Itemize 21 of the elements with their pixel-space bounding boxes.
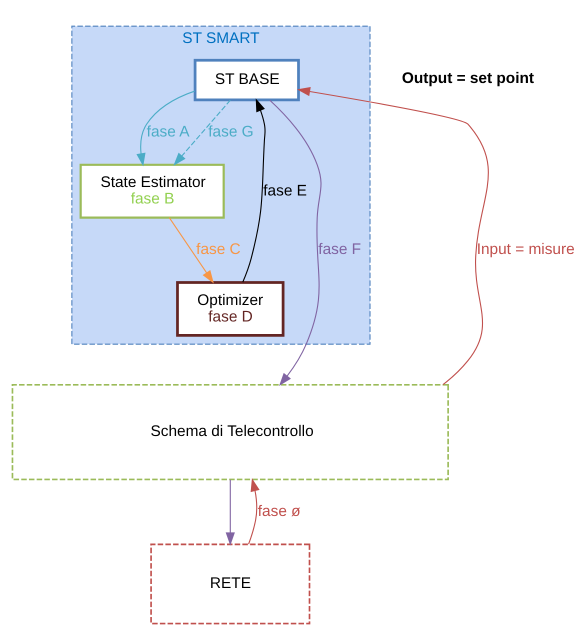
node-box: Schema di Telecontrollo: [12, 384, 449, 480]
edge-label: Input = misure: [476, 241, 575, 258]
edge-label: fase C: [196, 241, 241, 258]
arrow: [269, 100, 322, 386]
edge-label: fase A: [146, 123, 190, 140]
arrow: [226, 480, 235, 546]
arrow: [168, 217, 214, 284]
edge-label: fase G: [208, 123, 254, 140]
arrow: [296, 86, 489, 385]
node-box: ST BASE: [194, 58, 300, 102]
node-box: Optimizer fase D: [176, 281, 284, 337]
edge-label: fase E: [263, 182, 307, 200]
node-box: State Estimator fase B: [80, 164, 225, 219]
arrow: [248, 478, 260, 544]
arrow: [173, 100, 231, 166]
arrow: [136, 90, 195, 166]
edge-label: fase F: [318, 241, 362, 258]
arrow: [242, 98, 266, 282]
label: Output = set point: [402, 70, 534, 88]
node-box: RETE: [150, 544, 310, 624]
edge-label: fase ø: [258, 503, 301, 520]
